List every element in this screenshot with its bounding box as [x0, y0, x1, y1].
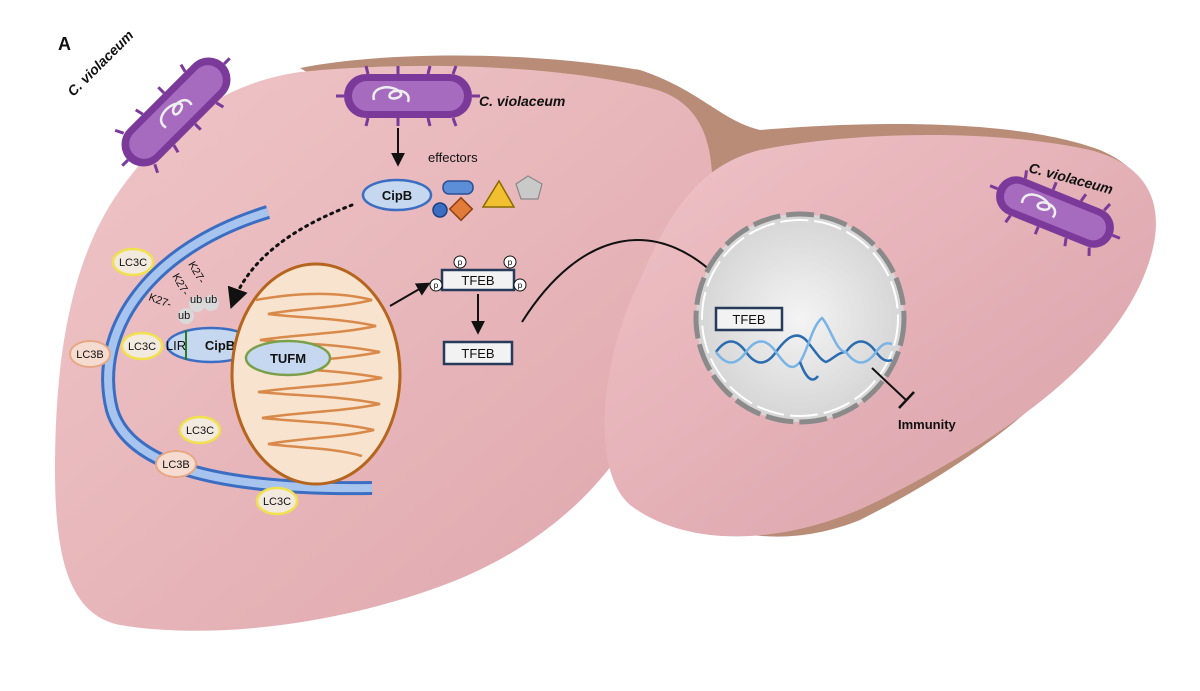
effector-pentagon	[515, 175, 543, 200]
bacterium-label-top: C. violaceum	[479, 93, 565, 109]
inhibition-line	[871, 367, 907, 401]
cipb-effector-label: CipB	[382, 188, 412, 203]
phagophore-lumen	[104, 208, 373, 493]
tfeb-phosphorylated: TFEB p p p p	[429, 255, 527, 292]
cipb-effector	[361, 178, 433, 212]
tfeb-nuclear: TFEB	[714, 306, 784, 332]
svg-text:LC3C: LC3C	[263, 496, 291, 508]
effectors-cluster: CipB	[361, 175, 543, 222]
ub-label-1: ub	[178, 310, 190, 322]
phospho-label-1: p	[458, 258, 463, 267]
inhibition-bar	[898, 391, 915, 409]
svg-text:LC3B: LC3B	[76, 349, 104, 361]
svg-text:LC3C: LC3C	[186, 425, 214, 437]
svg-text:LC3C: LC3C	[128, 341, 156, 353]
bacterium-label-topleft: C. violaceum	[64, 27, 136, 99]
lc3c-bottom: LC3C	[255, 486, 299, 516]
arrow-mito-to-tfeb	[389, 282, 431, 307]
effector-diamond	[448, 196, 474, 222]
dna-helix	[714, 316, 893, 381]
lc3c-lower: LC3C	[178, 415, 222, 445]
arrow-cipb-translocation	[227, 203, 354, 309]
tufm-label: TUFM	[270, 351, 306, 366]
effector-capsule	[442, 180, 474, 195]
ub-label-3: ub	[205, 294, 217, 306]
nucleus	[693, 211, 907, 425]
tufm-protein: TUFM	[244, 339, 332, 377]
cipb-anchored-label: CipB	[205, 338, 235, 353]
effector-triangle	[481, 179, 516, 208]
bacterium-outside-topleft	[114, 57, 231, 174]
bacterium-inside-top	[336, 65, 480, 127]
phospho-label-3: p	[434, 281, 439, 290]
mitochondrion	[230, 262, 402, 486]
lc3c-mid: LC3C	[120, 331, 164, 361]
bacterium-inside-right	[989, 170, 1121, 256]
svg-text:LC3C: LC3C	[119, 257, 147, 269]
ub-label-2: ub	[190, 294, 202, 306]
lc3b-lower: LC3B	[155, 450, 197, 478]
lc3c-top: LC3C	[111, 247, 155, 277]
lc3b-left: LC3B	[69, 340, 111, 368]
phospho-label-2: p	[508, 258, 513, 267]
tfeb-free-label: TFEB	[461, 346, 494, 361]
panel-label: A	[58, 34, 71, 54]
tfeb-dephosphorylated: TFEB	[442, 340, 514, 366]
svg-text:LC3B: LC3B	[162, 459, 190, 471]
immunity-label: Immunity	[898, 417, 957, 432]
phospho-label-4: p	[518, 281, 523, 290]
effector-circle	[432, 202, 448, 218]
arrow-tfeb-nuclear-translocation	[521, 239, 732, 323]
lir-label: LIR	[166, 338, 186, 353]
tfeb-phospho-label: TFEB	[461, 273, 494, 288]
tfeb-nuclear-label: TFEB	[732, 312, 765, 327]
effectors-label: effectors	[428, 150, 478, 165]
